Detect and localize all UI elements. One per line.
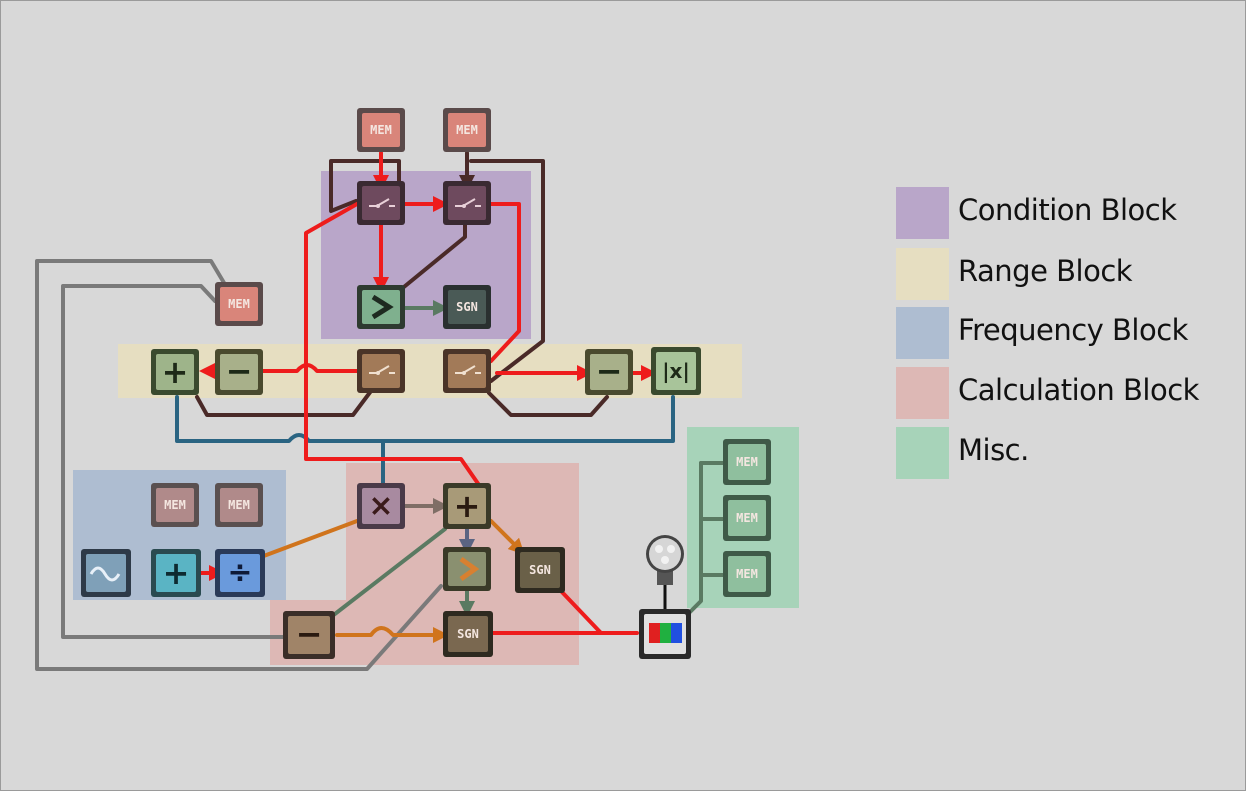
minus-icon: − [296,615,323,653]
legend-swatch [896,367,949,419]
red-wire-to-sub [199,363,359,379]
sgn-chip-cond[interactable]: SGN [443,285,491,329]
legend-swatch [896,307,949,359]
brown-wire-range-left [195,389,373,417]
orange-wire-div [259,519,359,559]
legend-item-condition: Condition Block [896,187,1226,239]
minus-icon: − [596,352,623,390]
switch-chip-range-1[interactable] [357,349,405,393]
brown-wire-right [469,159,545,383]
legend-label: Range Block [958,254,1133,288]
mem-chip-freq-2[interactable]: MEM [215,483,263,527]
subtract-chip-calc[interactable]: − [283,611,335,659]
mem-label: MEM [736,511,758,525]
oscillator-chip[interactable] [81,549,131,597]
multiply-chip-calc[interactable]: × [357,483,405,529]
mem-label: MEM [736,567,758,581]
mem-label: MEM [456,123,478,137]
green-wire-calc [329,527,447,619]
mem-label: MEM [228,297,250,311]
legend-label: Condition Block [958,193,1177,227]
switch-chip-cond-2[interactable] [443,181,491,225]
greater-chip-calc[interactable] [443,547,491,591]
divide-icon: ÷ [227,556,252,591]
mem-chip-range[interactable]: MEM [215,282,263,326]
minus-icon: − [226,352,253,390]
sgn-chip-calc-1[interactable]: SGN [515,547,565,593]
red-wire-left-loop [304,202,481,487]
legend-item-range: Range Block [896,248,1226,300]
mem-chip-misc-2[interactable]: MEM [723,495,771,541]
legend-swatch [896,187,949,239]
subtract-chip-range-left[interactable]: − [215,349,263,395]
sine-wave-icon [89,566,121,582]
legend-swatch [896,248,949,300]
orange-wire-add-sgn [489,519,525,555]
light-bulb-icon[interactable] [646,535,684,585]
mem-chip-freq-1[interactable]: MEM [151,483,199,527]
subtract-chip-range-right[interactable]: − [585,349,633,395]
gray-wire-outer [35,259,443,671]
mem-label: MEM [370,123,392,137]
mem-chip-misc-1[interactable]: MEM [723,439,771,485]
brown-wire-range-right [487,391,609,417]
greater-than-icon [459,556,480,582]
legend-label: Frequency Block [958,313,1188,347]
greater-chip-cond[interactable] [357,285,405,329]
red-wire-cond-loop [489,202,521,363]
green-bar [660,623,671,643]
legend-item-misc: Misc. [896,427,1226,479]
legend-item-frequency: Frequency Block [896,307,1226,359]
sgn-label: SGN [457,627,479,641]
add-chip-freq[interactable]: + [151,549,201,597]
sgn-label: SGN [456,300,478,314]
sgn-label: SGN [529,563,551,577]
sgn-chip-calc-2[interactable]: SGN [443,611,493,657]
plus-icon: + [454,487,481,525]
plus-icon: + [162,353,189,391]
switch-chip-cond-1[interactable] [357,181,405,225]
legend-label: Calculation Block [958,373,1199,407]
blue-bar [671,623,682,643]
mem-chip-top-right[interactable]: MEM [443,108,491,152]
red-bar [649,623,660,643]
orange-wire-sub [335,626,449,643]
blue-wire [175,395,675,443]
abs-icon: |x| [662,359,690,383]
brown-wire-left [329,159,401,213]
divide-chip-freq[interactable]: ÷ [215,549,265,597]
legend-swatch [896,427,949,479]
legend-item-calculation: Calculation Block [896,367,1226,419]
add-chip-range[interactable]: + [151,349,199,395]
mem-label: MEM [228,498,250,512]
plus-icon: + [163,554,190,592]
mem-label: MEM [736,455,758,469]
greater-than-icon [371,294,394,320]
rgb-display-chip[interactable] [639,609,691,659]
legend-label: Misc. [958,433,1029,467]
switch-chip-range-2[interactable] [443,349,491,393]
add-chip-calc[interactable]: + [443,483,491,529]
abs-chip-range[interactable]: |x| [651,347,701,395]
mem-chip-misc-3[interactable]: MEM [723,551,771,597]
mem-chip-top-left[interactable]: MEM [357,108,405,152]
multiply-icon: × [368,489,393,524]
green-wire-misc [687,461,703,615]
gray-wire-inner [61,284,285,639]
mem-label: MEM [164,498,186,512]
condition-block-region [321,171,531,339]
